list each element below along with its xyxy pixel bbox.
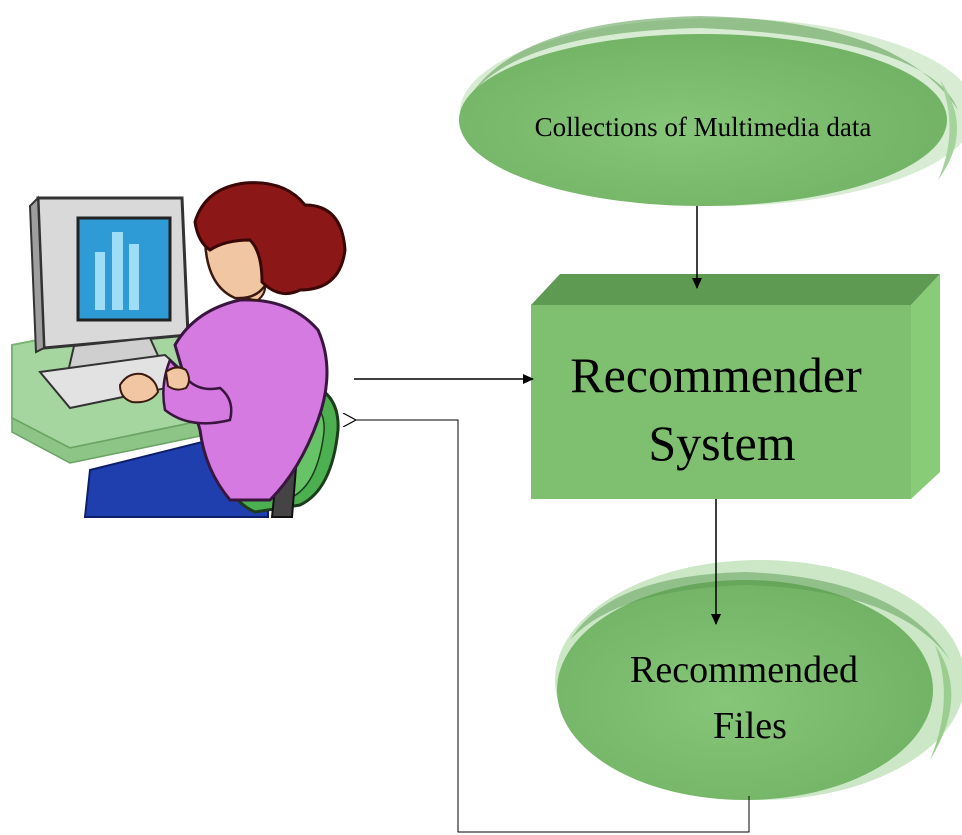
recommended-node: Recommended Files xyxy=(555,560,962,800)
recommender-label-line2: System xyxy=(648,415,795,471)
collections-label: Collections of Multimedia data xyxy=(535,112,872,142)
collections-node: Collections of Multimedia data xyxy=(459,16,962,206)
recommender-node: Recommender System xyxy=(531,274,940,499)
recommender-label-line1: Recommender xyxy=(570,347,862,403)
recommended-label-line1: Recommended xyxy=(630,649,858,691)
recommended-label-line2: Files xyxy=(713,705,787,747)
user-at-computer-icon xyxy=(11,181,347,518)
arrow-files-to-user xyxy=(356,420,750,833)
